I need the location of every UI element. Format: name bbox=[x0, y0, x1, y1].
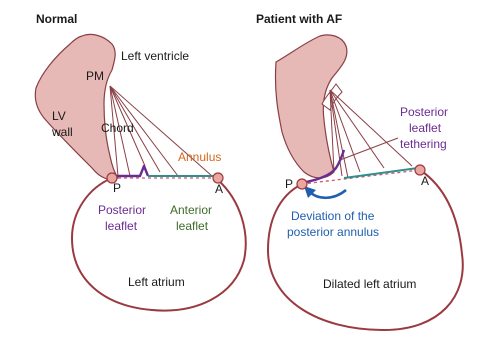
normal-panel: Normal Left ventricle PM LV wall Chord A… bbox=[35, 12, 245, 311]
normal-a-label: A bbox=[215, 182, 223, 196]
normal-left-atrium-label: Left atrium bbox=[128, 275, 185, 289]
af-tethering-label-1: Posterior bbox=[400, 105, 448, 119]
af-dilated-atrium-label: Dilated left atrium bbox=[323, 277, 416, 291]
normal-pm-label: PM bbox=[86, 69, 104, 83]
normal-p-label: P bbox=[113, 181, 121, 195]
normal-wall-label: wall bbox=[51, 125, 73, 139]
normal-chord-label: Chord bbox=[101, 121, 134, 135]
af-tethering-label-3: tethering bbox=[400, 137, 447, 151]
normal-title: Normal bbox=[36, 12, 77, 26]
normal-lv-label: LV bbox=[52, 109, 66, 123]
af-title: Patient with AF bbox=[256, 12, 342, 26]
normal-posterior-leaflet-label-2: leaflet bbox=[105, 219, 138, 233]
af-chordae bbox=[330, 90, 412, 178]
af-deviation-label-1: Deviation of the bbox=[291, 209, 375, 223]
af-dilated-atrium-outline bbox=[268, 170, 463, 330]
af-panel: Patient with AF P A bbox=[256, 12, 463, 330]
normal-lv-wall bbox=[35, 34, 118, 179]
af-deviation-label-2: posterior annulus bbox=[287, 225, 379, 239]
af-tethering-label-2: leaflet bbox=[409, 121, 442, 135]
normal-posterior-leaflet-label-1: Posterior bbox=[98, 203, 146, 217]
af-p-label: P bbox=[285, 177, 293, 191]
normal-left-atrium-outline bbox=[72, 178, 246, 311]
normal-posterior-leaflet bbox=[116, 166, 148, 176]
normal-anterior-leaflet-label-1: Anterior bbox=[170, 203, 212, 217]
normal-anterior-leaflet-label-2: leaflet bbox=[176, 219, 209, 233]
af-deviation-arrow bbox=[310, 190, 346, 198]
af-anterior-leaflet bbox=[344, 168, 418, 178]
normal-left-ventricle-label: Left ventricle bbox=[121, 49, 189, 63]
af-p-node bbox=[297, 179, 307, 189]
af-a-label: A bbox=[421, 174, 429, 188]
normal-annulus-label: Annulus bbox=[178, 150, 221, 164]
